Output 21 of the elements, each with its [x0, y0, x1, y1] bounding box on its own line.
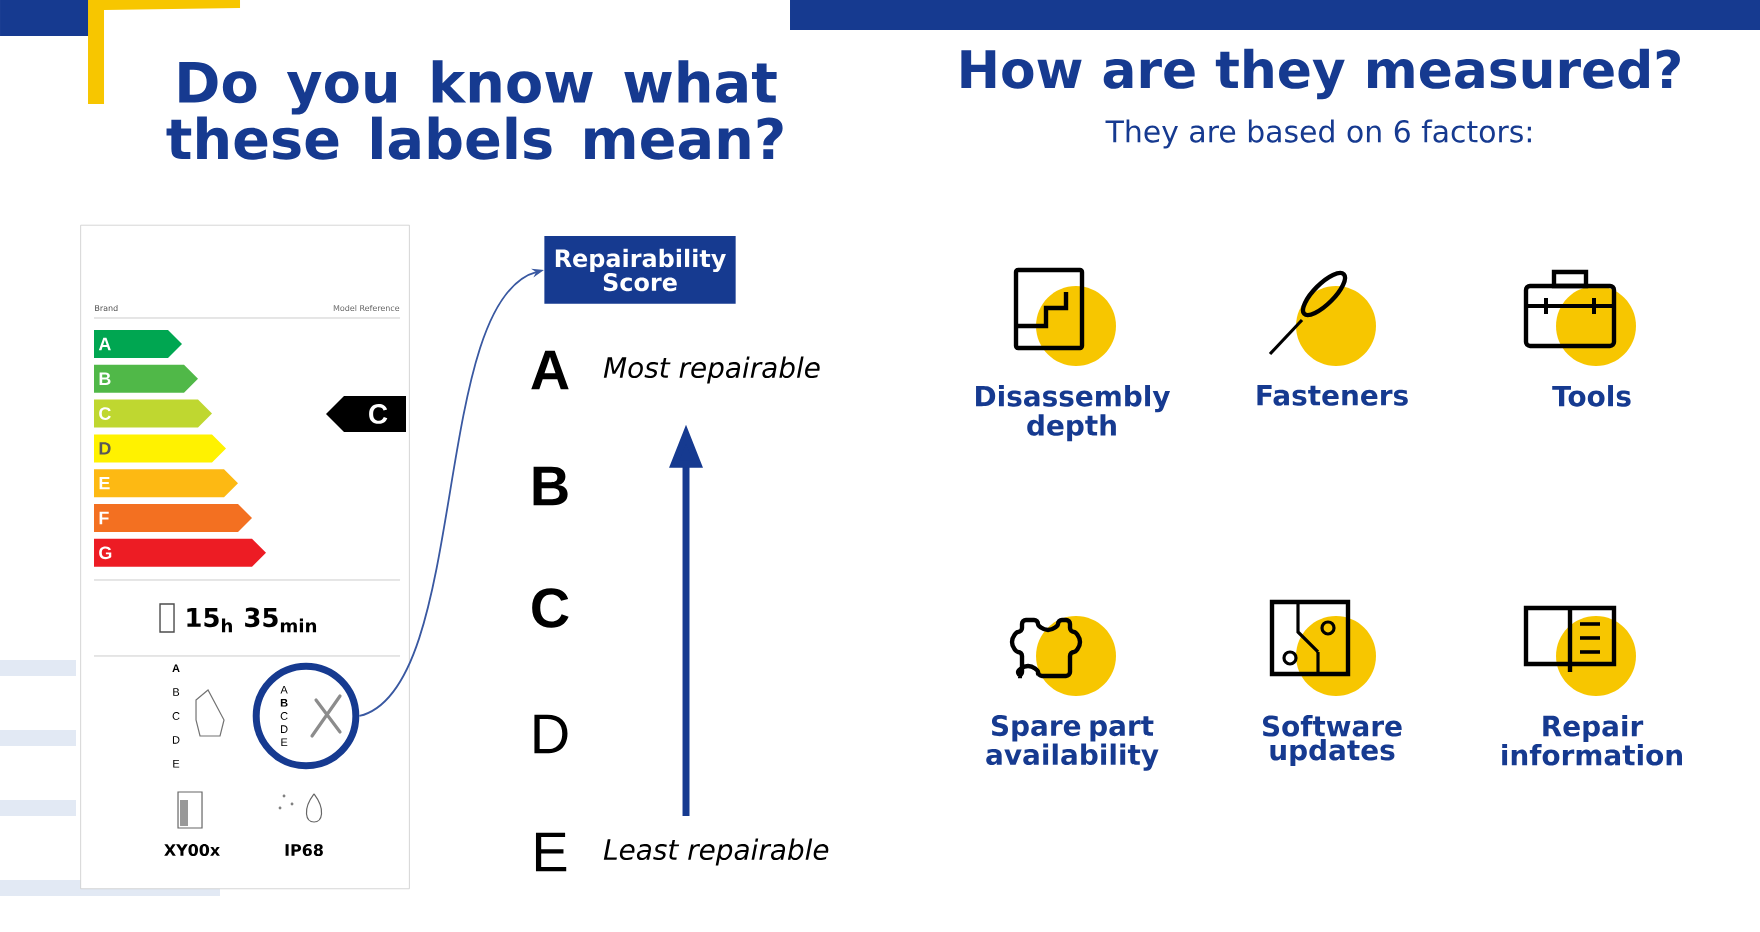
score-letter: D	[534, 714, 568, 754]
factor-label: Disassembly depth	[976, 385, 1171, 442]
energy-class-bar: E	[94, 469, 238, 498]
factor-label: Spare part availability	[986, 715, 1159, 771]
heading: How are they measured?	[961, 48, 1680, 100]
title: Do you know what these labels mean?	[166, 60, 783, 160]
score-letter: E	[535, 832, 567, 872]
score-letter: B	[533, 466, 568, 506]
score-letter: C	[532, 588, 569, 628]
score-letter: A	[531, 350, 569, 390]
subheading: They are based on 6 factors:	[1105, 119, 1531, 149]
scale-note: Least repairable	[603, 838, 829, 866]
energy-class-bar: D	[94, 434, 226, 463]
factor-label: Fasteners	[1257, 385, 1408, 406]
repair-time: 15$_{h}$ 35$_{min}$	[187, 607, 317, 633]
factor-label: Repair information	[1502, 715, 1682, 766]
score-box: Repairability Score	[544, 236, 736, 304]
scale-note: Most repairable	[603, 356, 820, 384]
factor-label: Software updates	[1263, 715, 1402, 766]
factor-label: Tools	[1552, 385, 1631, 407]
class-indicator: C	[326, 396, 406, 432]
